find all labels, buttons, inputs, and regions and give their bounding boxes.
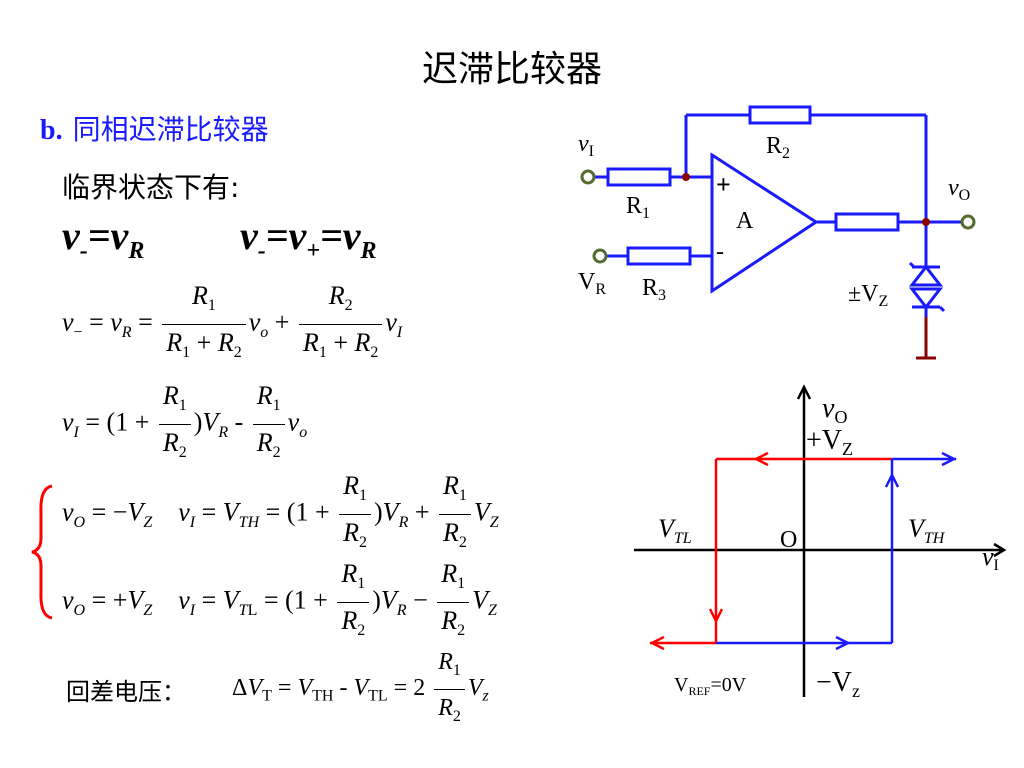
critical-state-label: 临界状态下有:	[62, 171, 240, 204]
label-r1: R1	[626, 193, 650, 222]
label-r2: R2	[766, 133, 790, 162]
label-a: A	[736, 208, 754, 234]
label-r3: R3	[642, 275, 666, 304]
terminal-vr	[592, 248, 608, 264]
resistor-r2	[748, 105, 812, 125]
graph-label-vth: VTH	[908, 514, 946, 547]
equation-big-2: v-=v+=vR	[240, 213, 377, 264]
graph-label-minus-vz: −Vz	[816, 667, 860, 701]
graph-label-vtl: VTL	[658, 514, 692, 547]
terminal-vi	[580, 169, 596, 185]
graph-label-plus-vz: +VZ	[806, 425, 853, 459]
label-plus: +	[716, 170, 731, 199]
graph-label-vref: VREF=0V	[674, 674, 747, 698]
section-heading: b. 同相迟滞比较器	[40, 108, 269, 148]
resistor-output	[834, 212, 900, 232]
resistor-r3	[626, 246, 692, 266]
circuit-diagram: vI R2 R1 + A - VR R3 vO ±VZ	[578, 105, 976, 360]
section-prefix: b.	[40, 115, 63, 146]
section-title: 同相迟滞比较器	[72, 113, 269, 146]
label-vz: ±VZ	[848, 281, 888, 310]
red-brace	[31, 484, 53, 620]
hysteresis-label: 回差电压：	[66, 678, 186, 706]
page-title: 迟滞比较器	[421, 49, 602, 90]
op-amp	[710, 152, 819, 294]
label-vi: vI	[578, 131, 594, 160]
graph-label-vi: vI	[982, 542, 999, 574]
terminal-vo	[960, 214, 976, 230]
hysteresis-graph: vO +VZ VTL VTH O vI −Vz VREF=0V	[634, 384, 1007, 701]
graph-label-vo: vO	[822, 393, 847, 427]
resistor-r1	[606, 167, 672, 187]
label-vo: vO	[948, 175, 970, 204]
label-vr: VR	[578, 269, 606, 298]
equation-big-1: v-=vR	[62, 213, 145, 264]
label-minus: -	[716, 239, 724, 265]
graph-label-origin: O	[780, 527, 797, 553]
